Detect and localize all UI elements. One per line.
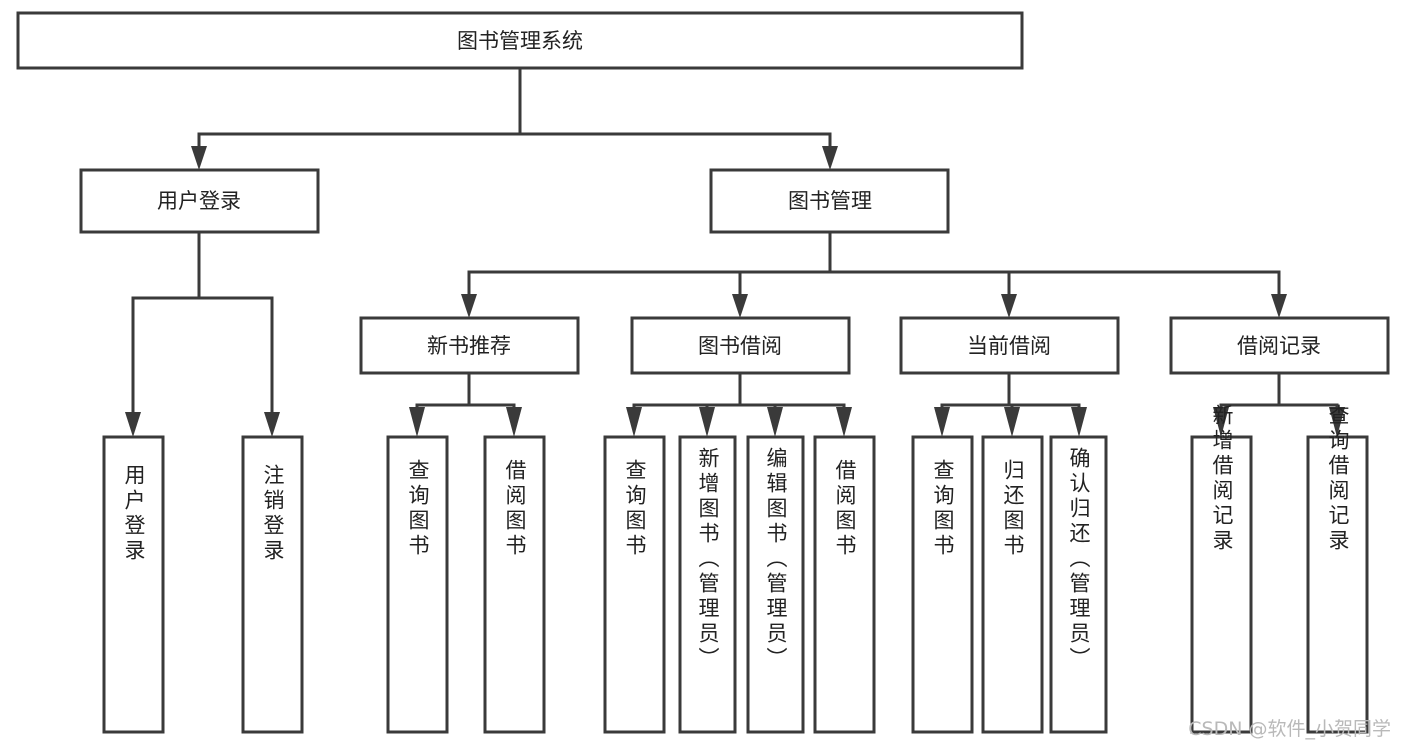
node-leaf-query-book-2-box[interactable] — [603, 435, 666, 734]
node-book-borrow[interactable]: 图书借阅 — [630, 316, 851, 375]
arrow-head-leaf-confirm-return-admin — [1071, 407, 1087, 437]
arrow-head-leaf-edit-book-admin — [767, 407, 783, 437]
node-new-book-recommend-box[interactable] — [359, 316, 580, 375]
node-leaf-borrow-book-1[interactable]: 借阅图书 — [483, 435, 546, 734]
node-leaf-query-book-1-label: 查询图书 — [406, 459, 430, 559]
node-leaf-borrow-book-2-box[interactable] — [813, 435, 876, 734]
node-leaf-add-borrow-record-box[interactable] — [1190, 435, 1253, 734]
connector-group-book-borrow-to-leaves — [626, 371, 852, 437]
arrow-head-borrow-record — [1271, 294, 1287, 318]
node-leaf-user-login[interactable]: 用户登录 — [102, 435, 165, 734]
node-new-book-recommend-label: 新书推荐 — [427, 334, 511, 358]
arrow-head-current-borrow — [1001, 294, 1017, 318]
node-leaf-user-logout-label: 注销登录 — [261, 464, 285, 564]
arrow-head-book-management — [822, 146, 838, 170]
node-leaf-query-book-3[interactable]: 查询图书 — [911, 435, 974, 734]
node-leaf-query-borrow-record-label: 查询借阅记录 — [1326, 404, 1350, 554]
node-leaf-user-logout[interactable]: 注销登录 — [241, 435, 304, 734]
node-leaf-confirm-return-admin-box[interactable] — [1049, 435, 1108, 734]
node-borrow-record-label: 借阅记录 — [1237, 334, 1321, 358]
node-leaf-query-book-3-label: 查询图书 — [931, 459, 955, 559]
node-leaf-query-book-2[interactable]: 查询图书 — [603, 435, 666, 734]
connector-group-new-book-recommend-to-leaves — [409, 371, 522, 437]
node-leaf-confirm-return-admin[interactable]: 确认归还（管理员） — [1049, 435, 1108, 734]
node-leaf-edit-book-admin[interactable]: 编辑图书（管理员） — [746, 435, 805, 734]
node-leaf-query-book-1[interactable]: 查询图书 — [386, 435, 449, 734]
node-root-label: 图书管理系统 — [457, 29, 583, 53]
connector-group-current-borrow-to-leaves — [934, 371, 1087, 437]
node-leaf-borrow-book-1-box[interactable] — [483, 435, 546, 734]
arrow-head-user-login — [191, 146, 207, 170]
node-leaf-query-borrow-record[interactable]: 查询借阅记录 — [1306, 404, 1369, 734]
node-book-borrow-box[interactable] — [630, 316, 851, 375]
node-leaf-user-login-label: 用户登录 — [122, 464, 146, 564]
node-current-borrow-label: 当前借阅 — [967, 334, 1051, 358]
node-book-management-label: 图书管理 — [788, 189, 872, 213]
connector-group-user-login-to-leaves — [125, 230, 280, 437]
node-current-borrow[interactable]: 当前借阅 — [899, 316, 1120, 375]
connector-group-root-to-level2 — [191, 66, 838, 170]
node-leaf-add-book-admin-box[interactable] — [678, 435, 737, 734]
node-leaf-edit-book-admin-label: 编辑图书（管理员） — [764, 447, 788, 672]
node-leaf-add-borrow-record-label: 新增借阅记录 — [1210, 404, 1234, 554]
node-leaf-query-book-3-box[interactable] — [911, 435, 974, 734]
arrow-head-leaf-borrow-book-1 — [506, 407, 522, 437]
node-leaf-query-book-1-box[interactable] — [386, 435, 449, 734]
arrow-head-book-borrow — [732, 294, 748, 318]
node-root-box[interactable] — [16, 11, 1024, 70]
node-user-login-box[interactable] — [79, 168, 320, 234]
node-leaf-borrow-book-2[interactable]: 借阅图书 — [813, 435, 876, 734]
node-leaf-user-logout-box[interactable] — [241, 435, 304, 734]
arrow-head-leaf-query-book-3 — [934, 407, 950, 437]
arrow-head-leaf-query-borrow-record — [1329, 407, 1345, 437]
node-leaf-confirm-return-admin-label: 确认归还（管理员） — [1067, 447, 1091, 672]
node-borrow-record[interactable]: 借阅记录 — [1169, 316, 1390, 375]
node-borrow-record-box[interactable] — [1169, 316, 1390, 375]
node-leaf-return-book[interactable]: 归还图书 — [981, 435, 1044, 734]
node-root[interactable]: 图书管理系统 — [16, 11, 1024, 70]
node-leaf-borrow-book-2-label: 借阅图书 — [833, 459, 857, 559]
node-leaf-return-book-label: 归还图书 — [1001, 459, 1025, 559]
node-new-book-recommend[interactable]: 新书推荐 — [359, 316, 580, 375]
arrow-head-leaf-add-borrow-record — [1213, 407, 1229, 437]
node-current-borrow-box[interactable] — [899, 316, 1120, 375]
arrow-head-leaf-query-book-1 — [409, 407, 425, 437]
node-book-management[interactable]: 图书管理 — [709, 168, 950, 234]
arrow-head-leaf-add-book-admin — [699, 407, 715, 437]
node-leaf-borrow-book-1-label: 借阅图书 — [503, 459, 527, 559]
arrow-head-leaf-return-book — [1004, 407, 1020, 437]
node-leaf-query-book-2-label: 查询图书 — [623, 459, 647, 559]
arrow-head-leaf-user-logout — [264, 412, 280, 437]
node-book-borrow-label: 图书借阅 — [698, 334, 782, 358]
arrow-head-leaf-query-book-2 — [626, 407, 642, 437]
node-leaf-add-book-admin-label: 新增图书（管理员） — [696, 447, 720, 672]
node-book-management-box[interactable] — [709, 168, 950, 234]
arrow-head-leaf-user-login — [125, 412, 141, 437]
arrow-head-leaf-borrow-book-2 — [836, 407, 852, 437]
connector-group-book-management-to-level3 — [461, 230, 1287, 318]
node-leaf-add-borrow-record[interactable]: 新增借阅记录 — [1190, 404, 1253, 734]
node-leaf-edit-book-admin-box[interactable] — [746, 435, 805, 734]
node-leaf-user-login-box[interactable] — [102, 435, 165, 734]
node-leaf-add-book-admin[interactable]: 新增图书（管理员） — [678, 435, 737, 734]
node-leaf-query-borrow-record-box[interactable] — [1306, 435, 1369, 734]
connector-group-borrow-record-to-leaves — [1213, 371, 1345, 437]
node-leaf-return-book-box[interactable] — [981, 435, 1044, 734]
arrow-head-new-book-recommend — [461, 294, 477, 318]
node-user-login-label: 用户登录 — [157, 189, 241, 213]
node-user-login[interactable]: 用户登录 — [79, 168, 320, 234]
